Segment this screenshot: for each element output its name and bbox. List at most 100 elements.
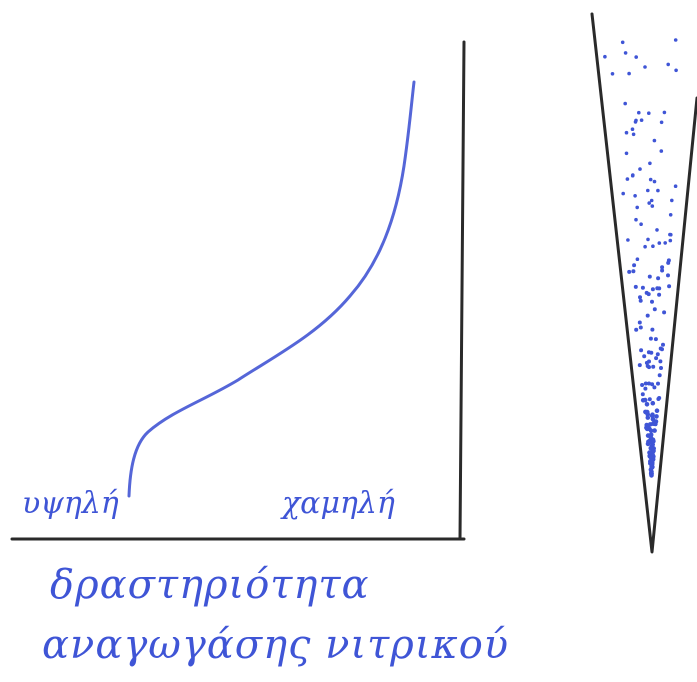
particle-dot bbox=[625, 177, 630, 181]
particle-dot bbox=[657, 396, 662, 400]
particle-dot bbox=[639, 118, 644, 122]
particle-dot bbox=[656, 381, 660, 386]
particle-dot bbox=[634, 55, 638, 59]
particle-dot bbox=[626, 238, 630, 242]
particle-dot bbox=[658, 359, 663, 364]
particle-dot bbox=[640, 392, 645, 397]
particle-dot bbox=[645, 415, 651, 420]
particle-dot bbox=[645, 313, 650, 318]
particle-dot bbox=[624, 151, 629, 156]
particle-dot bbox=[660, 268, 665, 273]
particle-dot bbox=[658, 346, 663, 351]
particle-dot bbox=[631, 132, 636, 137]
particle-dot bbox=[646, 188, 650, 193]
particle-dot bbox=[655, 286, 660, 291]
particle-dot bbox=[635, 257, 640, 262]
particle-dot bbox=[647, 201, 651, 205]
particle-dot bbox=[647, 381, 651, 386]
particle-dot bbox=[645, 364, 650, 368]
particle-dot bbox=[651, 244, 655, 248]
particle-dot bbox=[639, 348, 644, 353]
particle-dot bbox=[654, 356, 659, 361]
particle-dot bbox=[642, 397, 648, 403]
particle-dot bbox=[649, 198, 654, 203]
particle-dot bbox=[661, 342, 665, 347]
particle-dot bbox=[630, 173, 635, 178]
particle-dot bbox=[659, 120, 664, 125]
particle-dot bbox=[646, 237, 650, 242]
particle-dot bbox=[643, 65, 647, 69]
particle-dot bbox=[673, 38, 678, 42]
particle-dot bbox=[648, 336, 653, 341]
particle-dot bbox=[650, 299, 654, 304]
particle-dot bbox=[650, 400, 656, 406]
particle-dot bbox=[637, 363, 642, 368]
particle-dot bbox=[621, 191, 625, 196]
sediment-particles bbox=[603, 38, 678, 478]
particle-dot bbox=[624, 130, 629, 135]
particle-dot bbox=[649, 471, 654, 477]
particle-dot bbox=[630, 127, 635, 131]
particle-dot bbox=[640, 383, 645, 387]
particle-dot bbox=[659, 366, 663, 370]
particle-dot bbox=[633, 194, 637, 198]
particle-dot bbox=[639, 222, 643, 226]
particle-dot bbox=[674, 68, 678, 73]
particle-dot bbox=[632, 263, 637, 268]
particle-dot bbox=[648, 177, 653, 182]
particle-dot bbox=[666, 273, 670, 278]
particle-dot bbox=[646, 439, 651, 445]
particle-dot bbox=[666, 260, 671, 265]
particle-dot bbox=[638, 295, 642, 300]
particle-dot bbox=[655, 228, 659, 232]
particle-dot bbox=[647, 397, 652, 402]
x-axis-right-label: χαμηλή bbox=[282, 486, 395, 521]
caption-line-2: αναγωγάσης νιτρικού bbox=[42, 622, 510, 668]
particle-dot bbox=[657, 373, 662, 378]
particle-dot bbox=[647, 111, 651, 115]
caption-line-1: δραστηριότητα bbox=[50, 562, 370, 608]
particle-dot bbox=[627, 71, 631, 76]
particle-dot bbox=[651, 364, 656, 369]
particle-dot bbox=[623, 51, 628, 55]
particle-dot bbox=[644, 402, 650, 407]
particle-dot bbox=[644, 425, 649, 431]
particle-dot bbox=[646, 292, 651, 297]
particle-dot bbox=[633, 284, 638, 289]
particle-dot bbox=[647, 274, 652, 279]
particle-dot bbox=[659, 149, 664, 153]
particle-dot bbox=[634, 217, 638, 222]
particle-dot bbox=[667, 284, 672, 289]
particle-dot bbox=[650, 382, 655, 387]
particle-dot bbox=[652, 179, 657, 184]
particle-dot bbox=[643, 244, 647, 249]
particle-dot bbox=[652, 385, 657, 390]
particle-dot bbox=[668, 213, 673, 217]
particle-dot bbox=[634, 118, 638, 123]
particle-dot bbox=[651, 420, 656, 426]
particle-dot bbox=[638, 298, 643, 303]
particle-dot bbox=[643, 410, 649, 415]
particle-dot bbox=[656, 276, 661, 281]
particle-dot bbox=[654, 414, 659, 419]
particle-dot bbox=[670, 198, 674, 203]
particle-dot bbox=[631, 269, 636, 274]
particle-dot bbox=[668, 238, 673, 243]
particle-dot bbox=[663, 241, 667, 245]
particle-dot bbox=[652, 307, 657, 312]
particle-dot bbox=[649, 462, 654, 467]
particle-dot bbox=[650, 287, 655, 292]
particle-dot bbox=[656, 188, 660, 193]
particle-dot bbox=[649, 413, 655, 419]
particle-dot bbox=[654, 408, 660, 414]
particle-dot bbox=[610, 72, 615, 76]
tube-outline bbox=[590, 12, 697, 554]
particle-dot bbox=[657, 241, 662, 245]
y-axis bbox=[458, 40, 466, 541]
particle-dot bbox=[662, 110, 667, 115]
particle-dot bbox=[642, 354, 647, 359]
particle-dot bbox=[650, 204, 655, 208]
particle-dot bbox=[623, 101, 627, 106]
